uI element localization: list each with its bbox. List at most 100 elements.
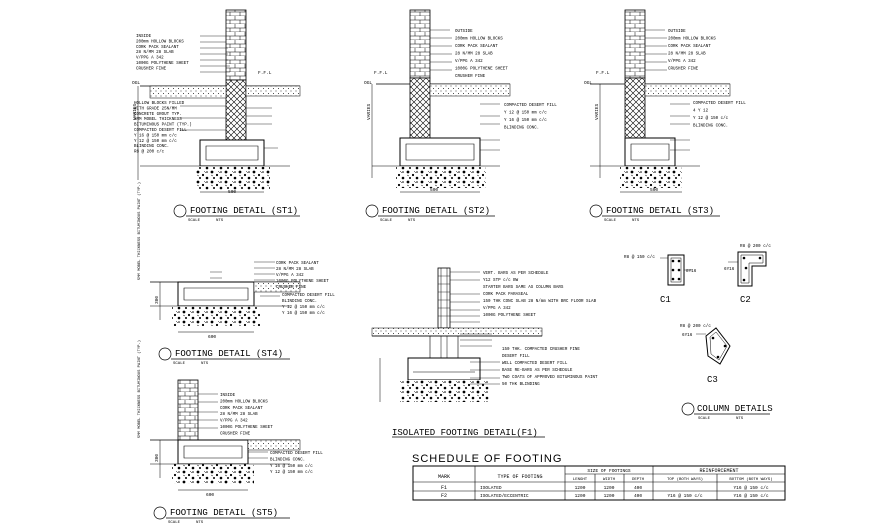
st4-note: COMPACTED DESERT FILL [282,294,335,298]
st2-ogl: OGL [364,80,372,86]
st4-note: 28 N/MM 28 SLAB [276,267,314,272]
column-details-scale: SCALE [698,417,711,421]
f1-title: ISOLATED FOOTING DETAIL(F1) [392,428,538,438]
st1-note: 5MM MOBEL THICKNESS [134,118,182,122]
st1-note: CONCRETE GROUT TYP. [134,113,182,117]
st5-side-note: 5MM MOBEL THICKNESS BITUMINOUS PAINT (TY… [137,340,142,438]
schedule-cell-depth: 400 [634,493,642,499]
st1-note: BITUMINOUS PAINT (TYP.) [134,123,192,128]
st2-note: 200mm HOLLOW BLOCKS [455,38,503,42]
st5-note: CORK PACK SEALANT [220,407,263,411]
schedule-cell-depth: 400 [634,485,642,491]
column-details-title: COLUMN DETAILS [697,404,773,414]
st4-note: Y 12 @ 150 mm c/c [282,305,325,310]
schedule-cell-mark: F1 [441,485,447,491]
st1-note: 28 N/MM 28 SLAB [136,50,174,55]
st1-note: Y 12 @ 150 mm c/c [134,139,177,144]
st1-leaders [180,35,278,149]
st1-ogl: OGL [132,80,140,86]
schedule-cell-type: ISOLATED [480,485,502,491]
f1-note: CORK PACK PARASEAL [483,293,529,297]
st5-note: Y 12 @ 150 mm c/c [270,470,313,475]
st4-dim: 600 [208,334,216,340]
st5-scale-value: NTS [196,521,204,525]
schedule-cell-length: 1200 [575,485,586,491]
column-c2-bars: 6Y16 [724,267,735,272]
f1-note: Y12 STP c/c BW [483,278,519,283]
st4-scale-label: SCALE [173,362,186,366]
st2-note: OUTSIDE [455,30,473,34]
st2-varies: VARIES [366,103,372,120]
f1-note: V/PPG A 342 [483,306,511,311]
st3-note: 28 N/MM 28 SLAB [668,52,706,57]
f1-leaders [450,271,500,385]
st1-dim: 500 [228,189,236,195]
st1-scale-label: SCALE [188,219,201,223]
schedule-cell-width: 1200 [604,485,615,491]
schedule-header-type: TYPE OF FOOTING [497,474,542,480]
st2-note: COMPACTED DESERT FILL [504,104,557,108]
st3-ogl: OGL [584,80,592,86]
schedule-header-top: TOP (BOTH WAYS) [667,477,703,482]
f1-note: WELL COMPACTED DESERT FILL [502,362,568,366]
st2-dim: 500 [430,187,438,193]
st3-scale-label: SCALE [604,219,617,223]
st2-note: CRUSHER FINE [455,75,486,79]
st2-note: V/PPG A 342 [455,59,483,64]
st4-title: FOOTING DETAIL (ST4) [175,349,283,359]
st2-scale-value: NTS [408,219,416,223]
column-details-scale-value: NTS [736,417,744,421]
schedule-table [412,465,786,501]
st1-note: CORK PACK SEALANT [136,46,179,50]
f1-note: DESERT FILL [502,355,530,359]
schedule-header-length: LENGHT [573,478,588,482]
st3-note: CRUSHER FINE [668,68,699,72]
st1-title: FOOTING DETAIL (ST1) [190,206,298,216]
column-c3-name: C3 [707,375,718,385]
st1-scale-value: NTS [216,219,224,223]
st2-title: FOOTING DETAIL (ST2) [382,206,490,216]
st4-note: CRUSHER FINE [276,286,307,290]
st4-side-note: 5MM MOBEL THICKNESS BITUMINOUS PAINT (TY… [137,182,142,280]
column-c3-ties: R8 @ 200 c/c [680,324,711,329]
st4-depth: 300 [154,296,160,304]
detail-st1 [137,9,301,193]
st3-note: CORK PACK SEALANT [668,45,711,49]
column-c3 [696,327,731,365]
st4-scale-value: NTS [201,362,209,366]
detail-st2 [371,9,511,193]
st5-note: V/PPG A 342 [220,419,248,424]
st1-varies: VARIES [132,103,138,120]
st5-depth: 300 [154,454,160,462]
title-markers [153,204,770,520]
st2-note: Y 16 @ 150 mm c/c [504,118,547,123]
st3-varies: VARIES [594,103,600,120]
st5-note: 1000G POLYTHENE SHEET [220,426,273,430]
column-c1-name: C1 [660,295,671,305]
st1-note: Y 16 @ 150 mm c/c [134,133,177,138]
st3-note: COMPACTED DESERT FILL [693,102,746,106]
st2-note: Y 12 @ 150 mm c/c [504,111,547,116]
detail-st5 [150,379,301,491]
st3-note: BLINDING CONC. [693,125,728,129]
st1-note: V/PPG A 342 [136,56,164,61]
column-c2-ties: R8 @ 200 c/c [740,244,771,249]
detail-st3 [590,9,731,193]
st2-ffl: F.F.L [374,70,388,76]
st5-note: 200mm HOLLOW BLOCKS [220,400,268,404]
f1-note: BASE RE-BARS AS PER SCHEDULE [502,369,573,373]
column-details [660,251,767,365]
st5-note: Y 16 @ 150 mm c/c [270,464,313,469]
st1-note: R8 @ 200 c/c [134,150,165,155]
schedule-header-bottom: BOTTOM (BOTH WAYS) [729,477,772,482]
st5-dim: 600 [206,492,214,498]
detail-st4 [150,261,301,333]
schedule-header-size: SIZE OF FOOTINGS [587,468,631,474]
st1-note: COMPACTED DESERT FILL [134,129,187,133]
f1-note: 150 THK CONC SLAB 28 N/mm WITH BRC FLOOR… [483,299,597,304]
st5-scale-label: SCALE [168,521,181,525]
st4-note: Y 16 @ 150 mm c/c [282,311,325,316]
st4-leaders [210,261,280,297]
column-c1-ties: R8 @ 150 c/c [624,255,655,260]
